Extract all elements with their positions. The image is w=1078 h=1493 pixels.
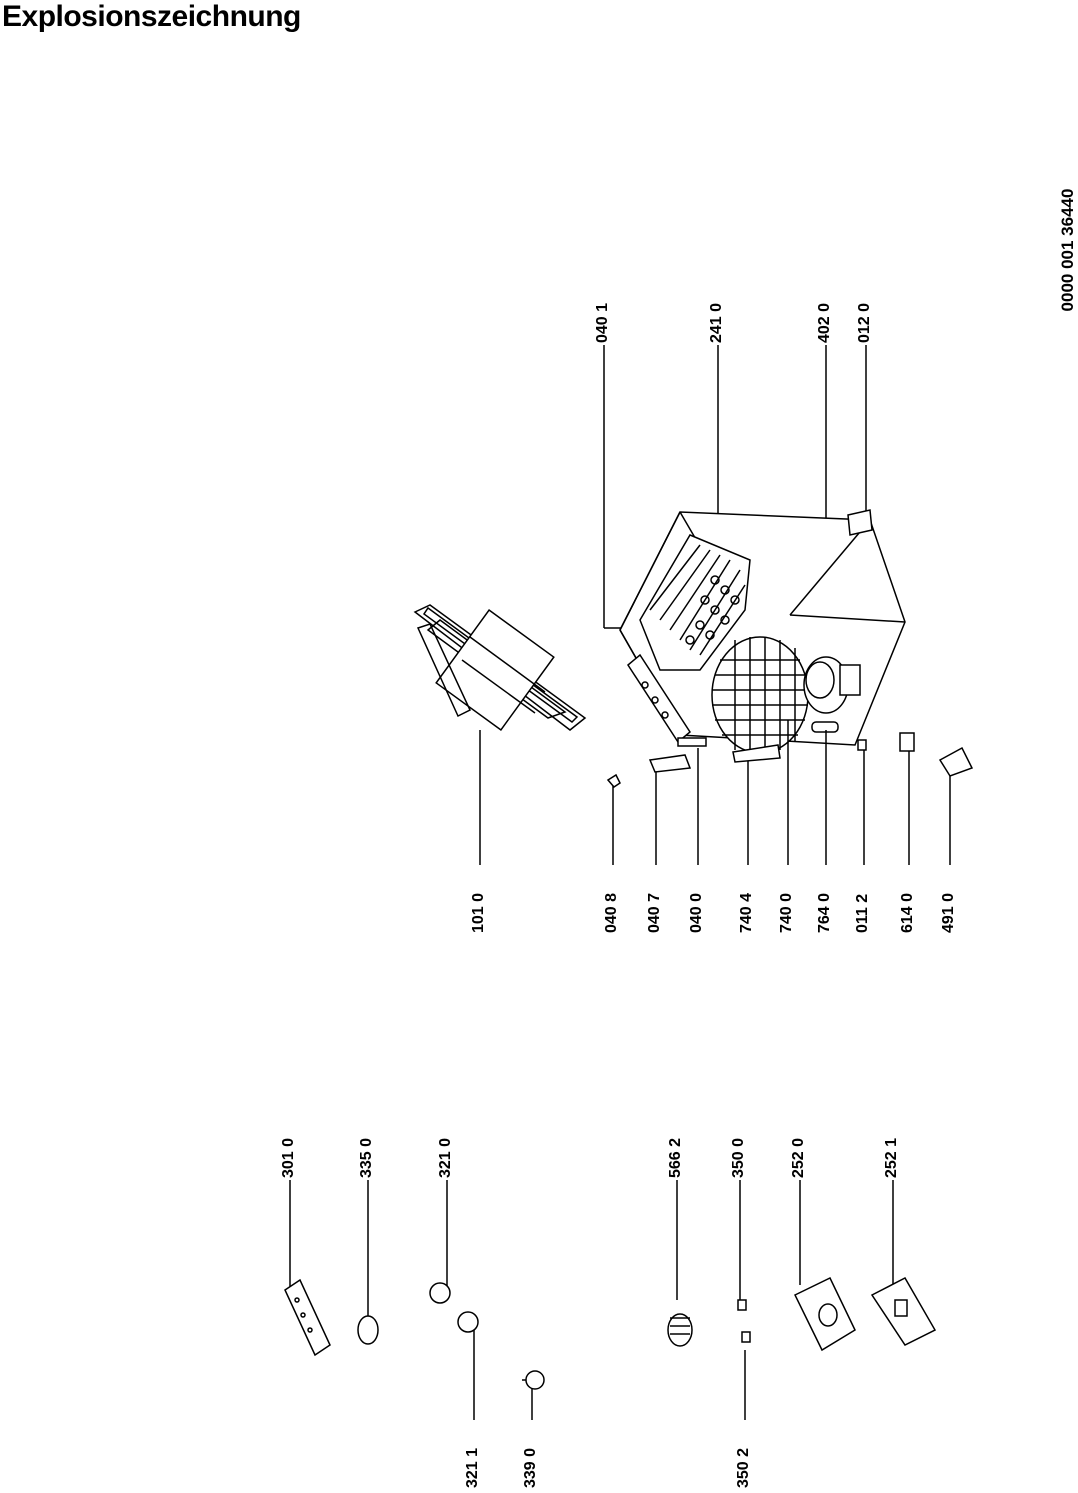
- callout-321-1: 321 1: [464, 1447, 481, 1488]
- drawing-title: Explosionszeichnung: [2, 0, 301, 33]
- callout-252-0: 252 0: [790, 1137, 807, 1178]
- callout-350-0: 350 0: [730, 1137, 747, 1178]
- leader-lines-middle: [612, 720, 951, 865]
- callout-339-0: 339 0: [522, 1447, 539, 1488]
- callout-040-1: 040 1: [594, 302, 611, 343]
- part-764-0: [811, 721, 839, 733]
- callout-040-7: 040 7: [646, 892, 663, 933]
- callout-740-4: 740 4: [738, 892, 755, 933]
- part-740-4: [732, 744, 781, 763]
- callout-321-0: 321 0: [437, 1137, 454, 1178]
- basket-part-241-0: [639, 534, 751, 671]
- part-011-2: [857, 739, 867, 751]
- cabinet-body: [619, 509, 906, 754]
- door-part-101-0: [413, 604, 587, 865]
- condenser-part-740-0: [711, 636, 809, 754]
- part-252-1: [870, 1277, 937, 1346]
- callout-252-1: 252 1: [883, 1137, 900, 1178]
- part-321-1: [457, 1311, 479, 1333]
- callout-241-0: 241 0: [708, 302, 725, 343]
- part-040-8: [606, 773, 621, 788]
- part-614-0: [899, 732, 915, 752]
- callout-040-0: 040 0: [688, 892, 705, 933]
- foot-part-012-0: [847, 509, 873, 536]
- callout-614-0: 614 0: [899, 892, 916, 933]
- part-321-0: [429, 1282, 451, 1304]
- callout-740-0: 740 0: [778, 892, 795, 933]
- part-252-0: [793, 1276, 856, 1352]
- part-040-7: [648, 754, 692, 773]
- part-339-0: [525, 1370, 545, 1390]
- callout-040-8: 040 8: [603, 892, 620, 933]
- callout-491-0: 491 0: [940, 892, 957, 933]
- part-335-0: [357, 1315, 379, 1345]
- leader-lines-lower: [289, 1180, 894, 1420]
- part-301-0: [284, 1278, 331, 1357]
- callout-402-0: 402 0: [816, 302, 833, 343]
- callout-011-2: 011 2: [854, 893, 871, 933]
- part-350-2: [741, 1331, 751, 1343]
- compressor-part-402-0: [803, 656, 861, 714]
- callout-566-2: 566 2: [667, 1137, 684, 1178]
- part-566-2: [667, 1313, 693, 1347]
- part-491-0: [938, 746, 974, 777]
- callout-012-0: 012 0: [856, 302, 873, 343]
- lower-parts: [284, 1276, 937, 1390]
- callout-335-0: 335 0: [358, 1137, 375, 1178]
- callout-350-2: 350 2: [735, 1447, 752, 1488]
- callout-764-0: 764 0: [816, 892, 833, 933]
- callout-301-0: 301 0: [280, 1137, 297, 1178]
- part-350-0: [737, 1299, 747, 1311]
- callout-101-0: 101 0: [470, 892, 487, 933]
- part-040-0: [677, 737, 707, 747]
